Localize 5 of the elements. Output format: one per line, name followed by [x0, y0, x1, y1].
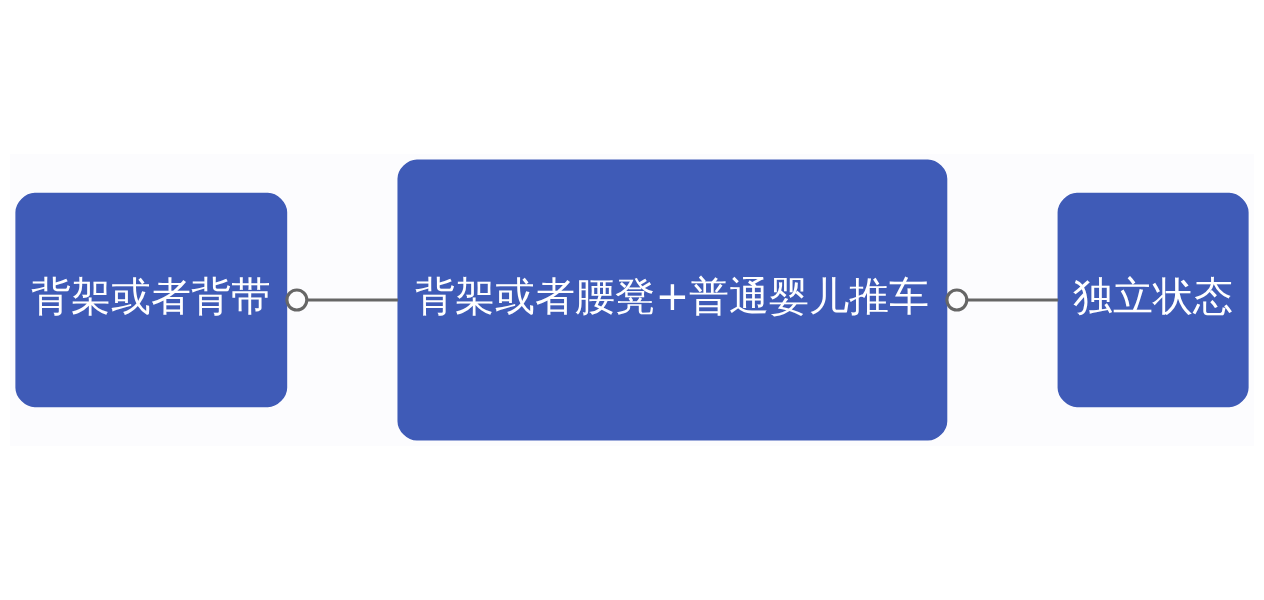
node-box: 独立状态: [1057, 192, 1249, 408]
node-box: 背架或者腰凳+普通婴儿推车: [397, 159, 948, 441]
node-box: 背架或者背带: [15, 192, 288, 408]
connector: [285, 288, 398, 312]
connector: [945, 288, 1059, 312]
